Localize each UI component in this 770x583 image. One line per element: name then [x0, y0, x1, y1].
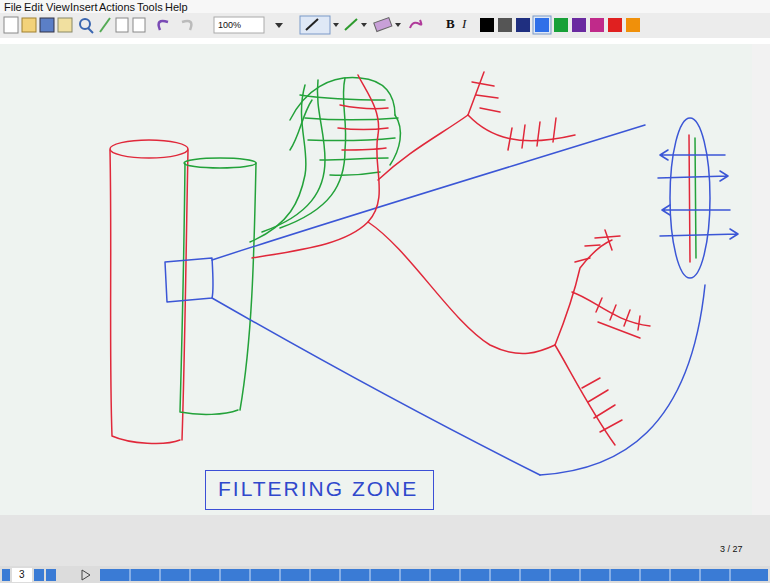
- format-button: I: [462, 18, 466, 30]
- sample-square: [165, 258, 213, 302]
- page-strip: [0, 566, 770, 583]
- status-area: [0, 515, 770, 566]
- menu-item: Actions: [99, 1, 135, 13]
- vein-cylinder: [180, 158, 256, 414]
- menu-item: Help: [165, 1, 188, 13]
- page-tab-separators: [130, 569, 730, 581]
- menu-item: Insert: [70, 1, 98, 13]
- zone-box: FILTERING ZONE: [205, 470, 434, 510]
- menu-item: Tools: [137, 1, 163, 13]
- format-button: B: [446, 18, 455, 30]
- cell-oval: [658, 118, 738, 278]
- play-icon: [82, 570, 90, 580]
- arteriole-tree: [252, 72, 650, 445]
- menu-bar: [0, 0, 770, 13]
- ink-canvas: [0, 44, 752, 515]
- page-tabs: [2, 569, 768, 581]
- page-counter: 3 / 27: [720, 543, 743, 555]
- menu-item: File: [4, 1, 22, 13]
- menu-item: Edit: [24, 1, 43, 13]
- ruler-gap: [0, 38, 770, 44]
- zoom-level: 100%: [218, 19, 241, 31]
- zoom-lines: [212, 125, 705, 475]
- scrollbar: [752, 44, 770, 515]
- toolbar-icons: [4, 16, 640, 34]
- page-number: 3: [19, 569, 25, 581]
- zone-label: FILTERING ZONE: [218, 476, 421, 502]
- toolbar: [0, 13, 770, 38]
- menu-item: View: [46, 1, 70, 13]
- page-tab-current: [12, 568, 32, 582]
- artery-cylinder: [110, 140, 188, 443]
